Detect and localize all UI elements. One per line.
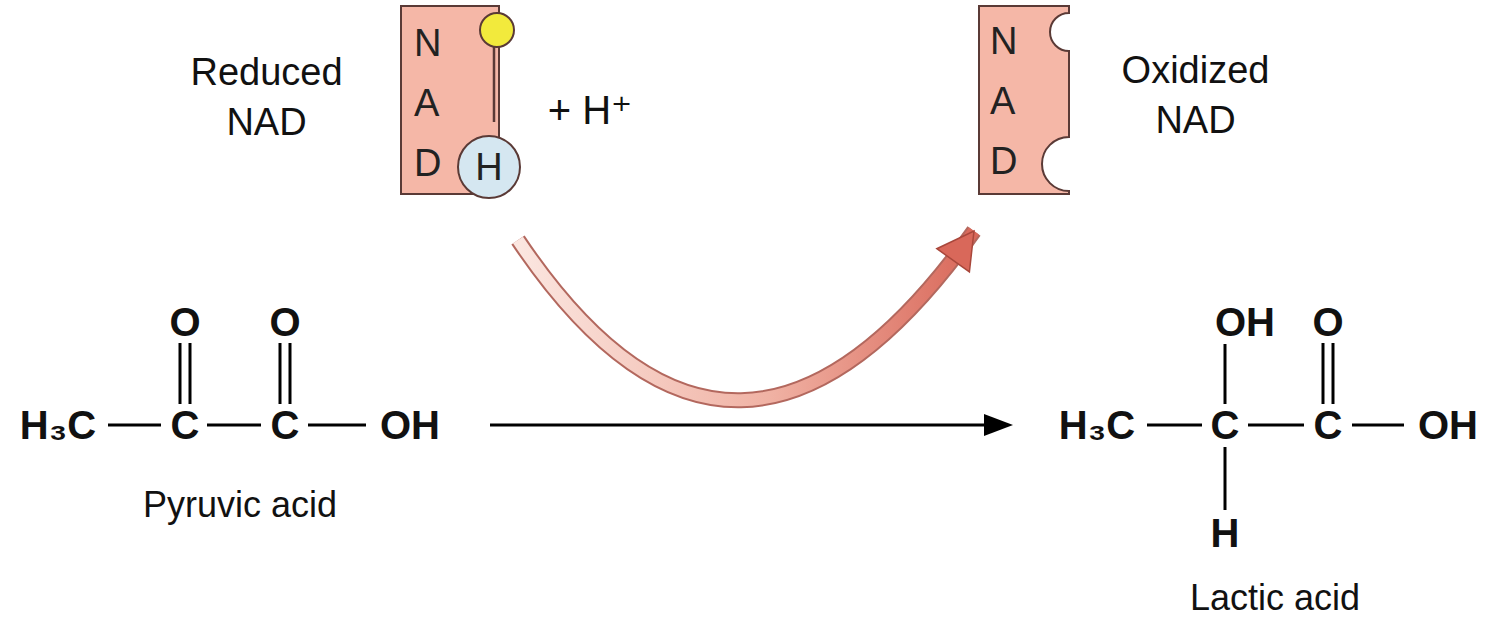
nad-letters: N A D [990,11,1011,191]
reaction-arrowhead [984,414,1013,436]
arrow-body [518,231,974,400]
yellow-dot [480,13,514,47]
atom-symbol: O [1312,302,1343,342]
curved-coenzyme-arrow [518,231,974,400]
compound-name: Lactic acid [1190,580,1360,616]
atom-symbol: C [271,405,300,445]
atom-letter: H [475,148,502,186]
compound-name: Pyruvic acid [143,487,337,523]
atom-symbol: H [1211,513,1240,553]
atom-symbol: OH [380,405,440,445]
hydrogen-circle: H [457,135,521,199]
atom-symbol: OH [1418,405,1478,445]
atom-symbol: O [269,302,300,342]
atom-symbol: C [1211,405,1240,445]
nad-molecule-box: Oxidized NADN A D [978,5,1070,195]
molecule-name: Reduced NAD [159,47,374,147]
atom-symbol: C [1314,405,1343,445]
arrowhead [937,231,974,272]
atom-symbol: OH [1215,302,1275,342]
atom-symbol: C [171,405,200,445]
nad-molecule-box: Reduced NADN A DH [400,5,500,195]
bond-lines [108,343,1404,510]
stem-line [493,40,496,122]
reaction-arrow [490,424,990,427]
atom-symbol: H₃C [1059,405,1135,445]
notched-nad-outline [978,5,1070,195]
hydrogen-carrier-stem [402,2,542,222]
charge-text: + H⁺ [548,90,632,130]
notched-nad-shape [979,6,1069,194]
nad-letters: N A D [414,13,435,193]
atom-symbol: O [169,302,200,342]
molecule-name: Oxidized NAD [1088,45,1303,145]
arrow-outline [518,231,974,400]
atom-symbol: H₃C [20,405,96,445]
